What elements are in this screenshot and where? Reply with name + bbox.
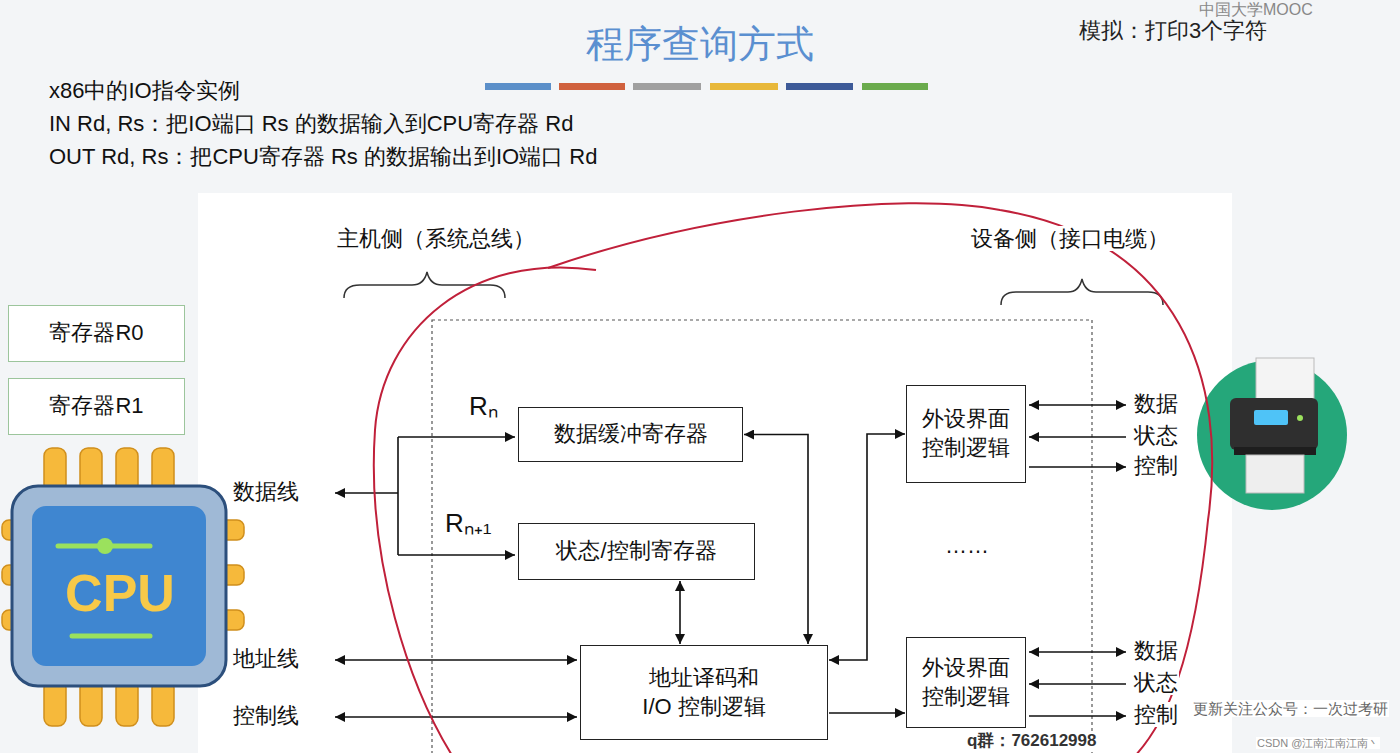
bus-name: 控制线	[232, 703, 300, 729]
watermark-text: 中国大学MOOC	[1198, 1, 1314, 18]
watermark: 中国大学MOOC	[1198, 0, 1314, 19]
hand-drawn-loop	[374, 203, 1212, 753]
node-text: 状态/控制寄存器	[556, 537, 716, 566]
cpu-icon	[2, 448, 244, 726]
signal-name: 数据	[1133, 391, 1179, 417]
heading-note: x86中的IO指令实例	[48, 78, 241, 104]
signal-name: 状态	[1133, 670, 1179, 696]
interface-boundary	[432, 320, 1092, 753]
buffer-register: 数据缓冲寄存器	[518, 407, 743, 462]
watermark: 更新关注公众号：一次过考研	[1192, 700, 1389, 718]
control-logic-box: 地址译码和 I/O 控制逻辑	[580, 645, 828, 740]
side-label: 设备侧（接口电缆）	[970, 226, 1170, 252]
bus-name: 地址线	[232, 646, 300, 672]
bus-name: 数据线	[232, 479, 300, 505]
node-text: 寄存器R0	[49, 319, 143, 348]
device-logic-box: 外设界面控制逻辑	[906, 637, 1026, 728]
register-box: 寄存器R0	[8, 305, 185, 362]
cpu-chip: CPU	[40, 555, 200, 633]
bus-connector	[679, 581, 681, 644]
host-brace	[344, 272, 505, 298]
note-text: 模拟：打印3个字符	[1078, 18, 1268, 43]
signal-name: 控制	[1133, 453, 1179, 479]
bus-name-text: 数据线	[232, 479, 300, 504]
node-text: CPU	[65, 560, 175, 628]
watermark-text: CSDN @江南江南江南丶	[1256, 737, 1380, 749]
port-name: Rₙ₊₁	[444, 508, 493, 539]
instruction-note-text: OUT Rd, Rs：把CPU寄存器 Rs 的数据输出到IO端口 Rd	[48, 144, 598, 169]
signal-name: 控制	[1133, 702, 1179, 728]
diagram-panel	[198, 193, 1232, 753]
ellipsis-text: ……	[944, 533, 990, 558]
port-name-text: Rₙ	[468, 391, 499, 421]
signal-name-text: 状态	[1133, 423, 1179, 448]
side-label: 主机侧（系统总线）	[336, 226, 536, 252]
side-label-text: 主机侧（系统总线）	[336, 226, 536, 251]
watermark-text: 更新关注公众号：一次过考研	[1192, 700, 1389, 717]
title-text: 程序查询方式	[586, 23, 814, 65]
signal-name-text: 控制	[1133, 702, 1179, 727]
signal-name: 状态	[1133, 423, 1179, 449]
bus-name-text: 地址线	[232, 646, 300, 671]
signal-name-text: 数据	[1133, 391, 1179, 416]
signal-name-text: 状态	[1133, 670, 1179, 695]
ellipsis: ……	[944, 533, 990, 559]
device-logic-box: 外设界面控制逻辑	[906, 385, 1026, 483]
signal-name-text: 控制	[1133, 453, 1179, 478]
watermark-text: q群：762612998	[966, 731, 1097, 750]
signal-name: 数据	[1133, 638, 1179, 664]
node-text: 地址译码和 I/O 控制逻辑	[637, 664, 772, 721]
node-text: 外设界面控制逻辑	[918, 405, 1014, 462]
node-text: 数据缓冲寄存器	[554, 420, 708, 449]
watermark: q群：762612998	[966, 731, 1097, 751]
port-name: Rₙ	[468, 391, 499, 422]
node-text: 寄存器R1	[49, 392, 143, 421]
heading-note-text: x86中的IO指令实例	[48, 78, 241, 103]
side-label-text: 设备侧（接口电缆）	[970, 226, 1170, 251]
bus-connector	[829, 712, 905, 714]
instruction-note-text: IN Rd, Rs：把IO端口 Rs 的数据输入到CPU寄存器 Rd	[48, 111, 574, 136]
signal-name-text: 数据	[1133, 638, 1179, 663]
note: 模拟：打印3个字符	[1078, 18, 1268, 44]
status-register: 状态/控制寄存器	[518, 523, 755, 580]
port-name-text: Rₙ₊₁	[444, 508, 493, 538]
watermark: CSDN @江南江南江南丶	[1256, 737, 1380, 750]
instruction-note: IN Rd, Rs：把IO端口 Rs 的数据输入到CPU寄存器 Rd	[48, 111, 574, 137]
bus-name-text: 控制线	[232, 703, 300, 728]
register-box: 寄存器R1	[8, 378, 185, 435]
printer-icon	[1197, 358, 1347, 510]
instruction-note: OUT Rd, Rs：把CPU寄存器 Rs 的数据输出到IO端口 Rd	[48, 144, 598, 170]
node-text: 外设界面控制逻辑	[918, 654, 1014, 711]
device-brace	[1001, 279, 1163, 305]
bus-connector	[829, 434, 905, 660]
title-bars	[485, 83, 928, 90]
